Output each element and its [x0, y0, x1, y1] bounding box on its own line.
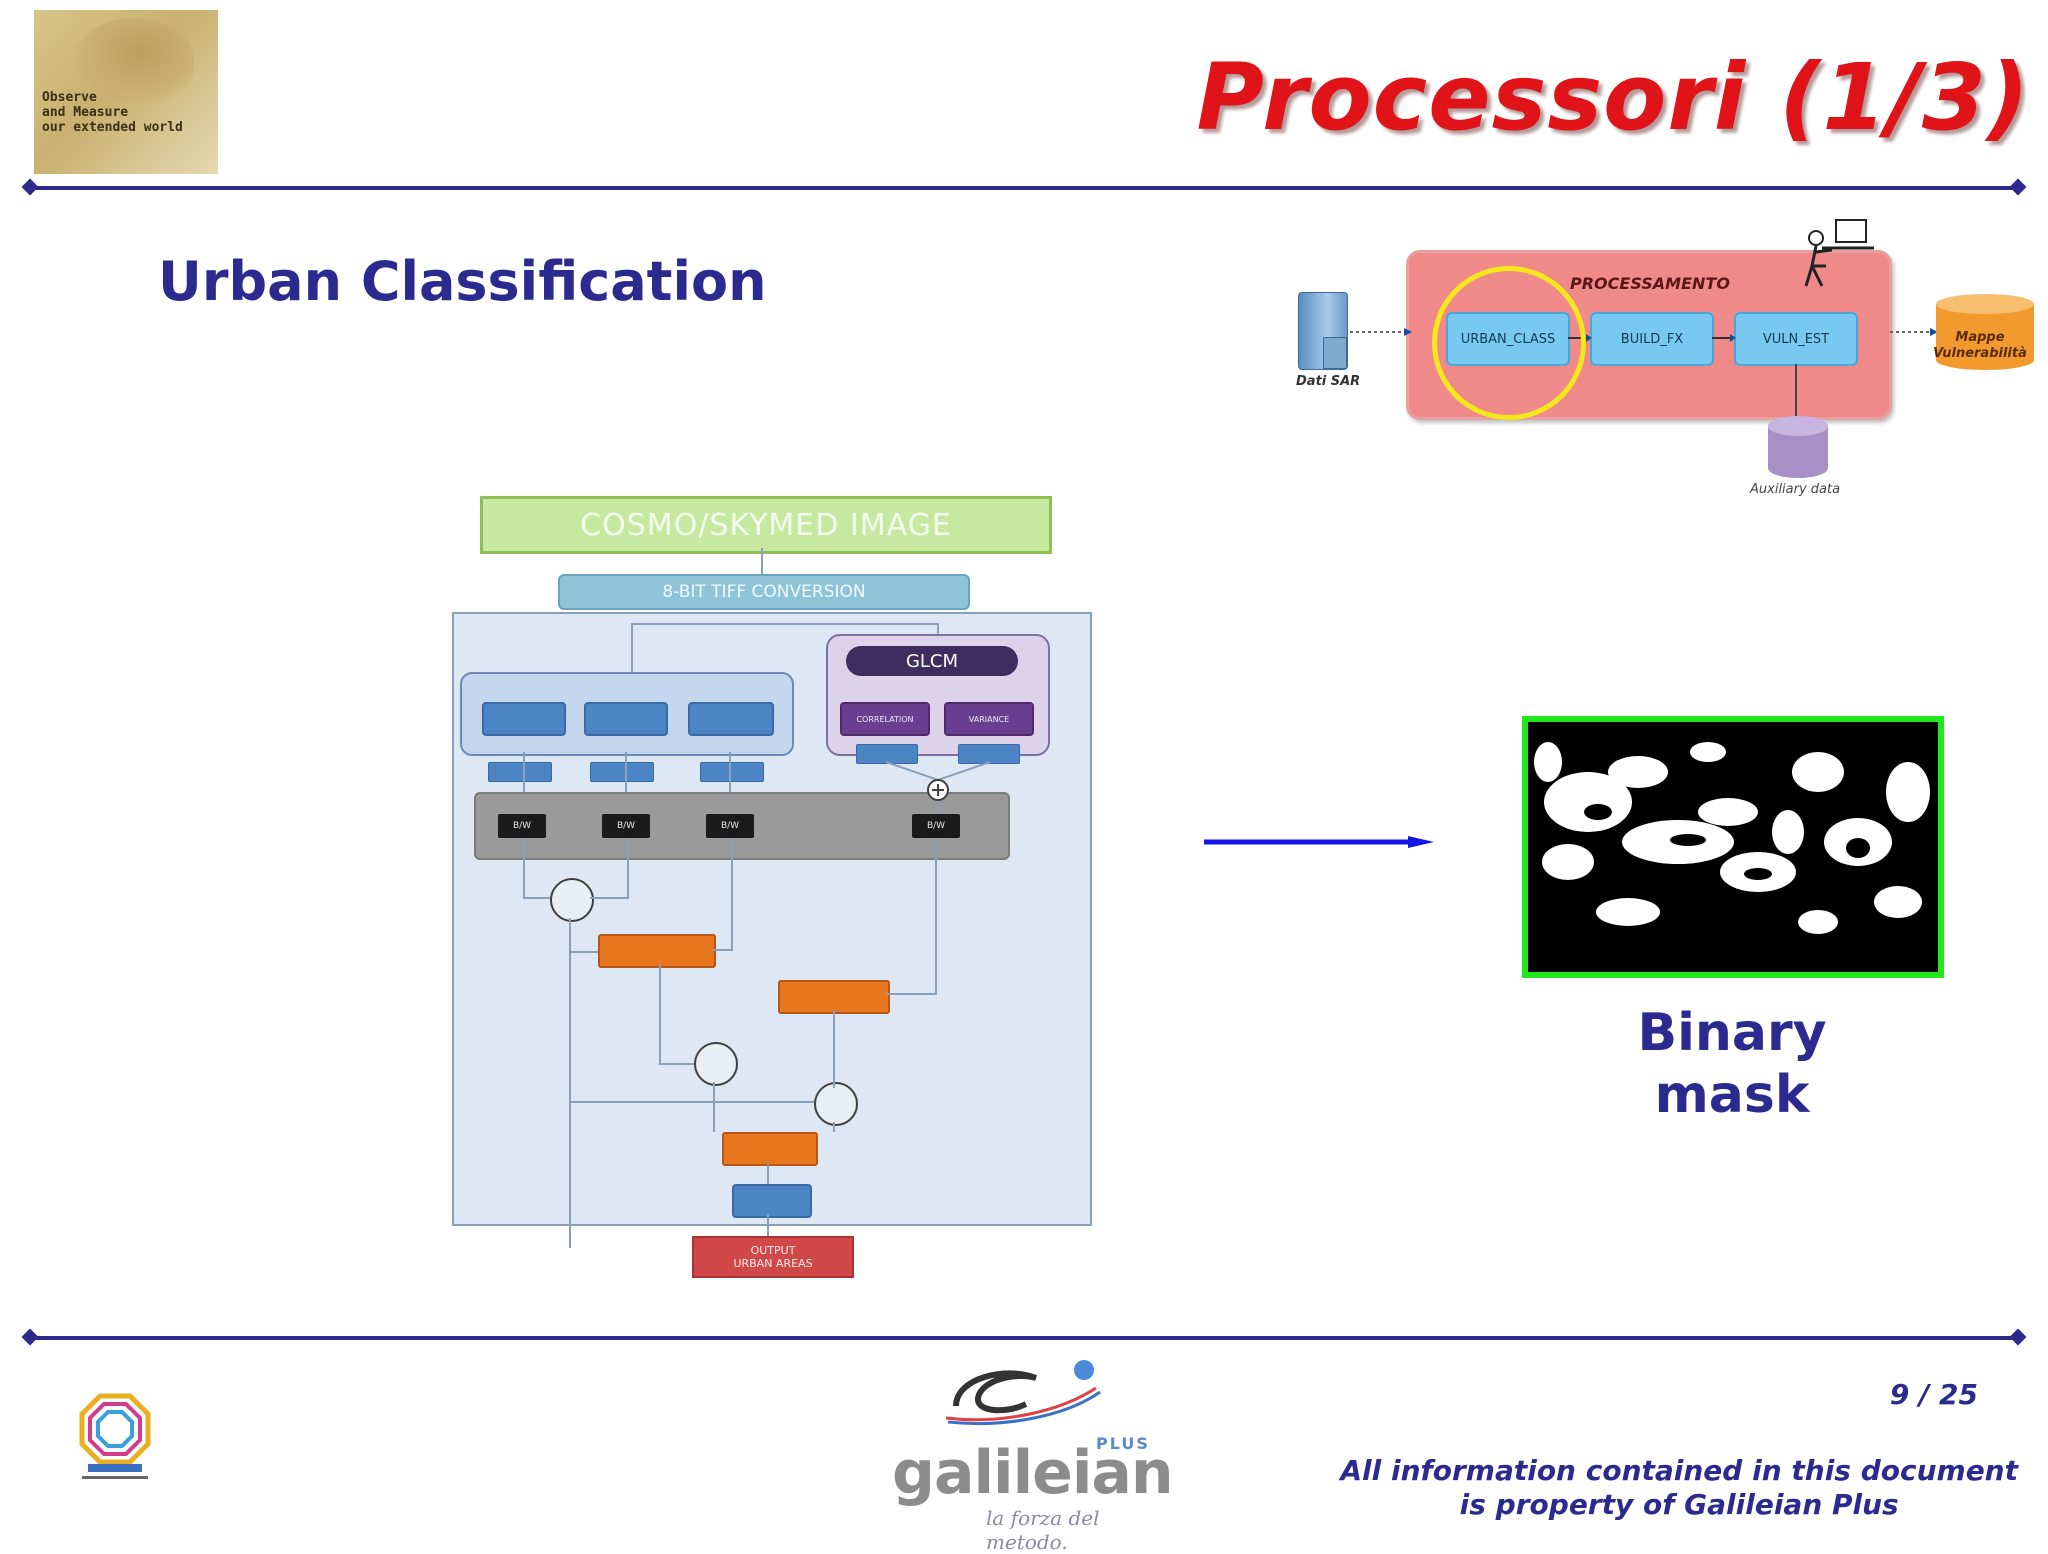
- variance-box: VARIANCE: [944, 702, 1034, 736]
- density-analysis-3: [722, 1132, 818, 1166]
- binary-mask-image: [1522, 716, 1944, 978]
- logo-tagline: la forza del metodo.: [986, 1506, 1100, 1554]
- conversion-box-4: [856, 744, 918, 764]
- bw-box-3: B/W: [706, 814, 754, 838]
- index-box-1: [482, 702, 566, 736]
- process-connectors: [1350, 328, 1938, 418]
- output-line-2: URBAN AREAS: [733, 1257, 813, 1270]
- portrait-image: [74, 18, 194, 104]
- morphology-box: [732, 1184, 812, 1218]
- highlight-circle: [1432, 266, 1586, 420]
- copyright-line-1: All information contained in this docume…: [1340, 1454, 2018, 1487]
- density-analysis-1: [598, 934, 716, 968]
- operator-icon: [1804, 219, 1874, 287]
- conversion-box-5: [958, 744, 1020, 764]
- conversion-box-2: [590, 762, 654, 782]
- page-number: 9 / 25: [1889, 1378, 1978, 1411]
- step-build-fx: BUILD_FX: [1590, 312, 1714, 366]
- observe-logo: Observe and Measure our extended world: [34, 10, 218, 174]
- auxiliary-label: Auxiliary data: [1750, 482, 1841, 497]
- output-line-1: OUTPUT: [750, 1244, 796, 1257]
- index-box-3: [688, 702, 774, 736]
- section-heading: Urban Classification: [158, 250, 767, 313]
- bw-box-4: B/W: [912, 814, 960, 838]
- processing-label: PROCESSAMENTO: [1570, 274, 1730, 293]
- slide-title: Processori (1/3): [1196, 44, 2030, 151]
- source-label: Dati SAR: [1296, 374, 1361, 389]
- top-divider: [30, 186, 2018, 190]
- logo-wordmark: galileian: [892, 1438, 1174, 1508]
- correlation-box: CORRELATION: [840, 702, 930, 736]
- output-label: Mappe Vulnerabilità: [1933, 330, 2027, 361]
- flowchart-input: COSMO/SKYMED IMAGE: [480, 496, 1052, 554]
- copyright-line-2: is property of Galileian Plus: [1459, 1488, 1899, 1521]
- and-node-1: [550, 878, 594, 922]
- bw-box-2: B/W: [602, 814, 650, 838]
- galileian-logo: PLUS galileian la forza del metodo.: [886, 1348, 1174, 1554]
- database-icon: [1936, 294, 2034, 370]
- and-node-2: [694, 1042, 738, 1086]
- flowchart-output: OUTPUT URBAN AREAS: [692, 1236, 854, 1278]
- bottom-divider: [30, 1336, 2018, 1340]
- glcm-box: GLCM: [846, 646, 1018, 676]
- copyright-note: All information contained in this docume…: [1340, 1454, 2018, 1522]
- auxiliary-db-icon: [1768, 416, 1828, 478]
- or-node: [814, 1082, 858, 1126]
- conversion-box-3: [700, 762, 764, 782]
- logo-suffix: PLUS: [1096, 1434, 1150, 1453]
- index-box-2: [584, 702, 668, 736]
- flowchart-connectors: [523, 548, 991, 1248]
- octagon-logo: [79, 1393, 151, 1479]
- flowchart-conversion: 8-BIT TIFF CONVERSION: [558, 574, 970, 610]
- bw-box-1: B/W: [498, 814, 546, 838]
- server-icon: [1298, 292, 1348, 370]
- binary-mask-label: Binary mask: [1637, 1003, 1827, 1125]
- conversion-box-1: [488, 762, 552, 782]
- logo-text: Observe and Measure our extended world: [42, 90, 183, 135]
- galileian-emblem-icon: [945, 1360, 1101, 1426]
- result-arrow: [1204, 836, 1434, 848]
